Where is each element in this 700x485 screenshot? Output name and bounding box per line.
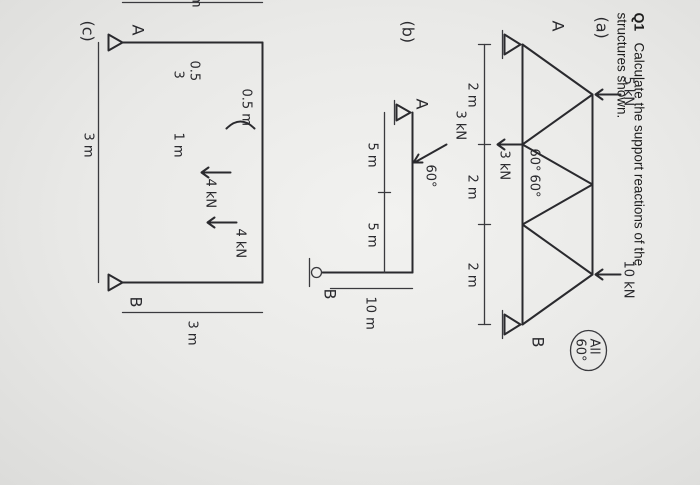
load-3kn-label: 3 kN (497, 151, 512, 181)
frame-dim-5m-2: 5 m (365, 223, 380, 248)
question-number: Q1 (632, 13, 648, 32)
note-line-2: 60° (573, 339, 588, 362)
support-a-pin (503, 33, 522, 56)
note-circle (569, 329, 608, 372)
load-10kn-label: 10 kN (621, 261, 636, 299)
frame-dim-5m-1: 5 m (365, 143, 380, 168)
frame-c-load-4kn-a: 4 kN (203, 179, 218, 209)
frame-angle-label: 60° (423, 165, 438, 188)
frame-c-dim-3a: 3 (171, 71, 186, 79)
frame-support-b-label: B (321, 289, 340, 300)
part-b-label: (b) (399, 21, 418, 44)
question-line-2: structures shown. (615, 13, 630, 119)
frame-b: (b) A B 3 kN 60° 5 m 5 m 10 m (308, 21, 468, 330)
angle-label-1: 60° (527, 149, 542, 172)
load-5kn-label: 5 kN (621, 77, 636, 107)
frame-c-load-4kn-b: 4 kN (233, 229, 248, 259)
angle-label-2: 60° (527, 175, 542, 198)
frame-c-dim-3m-a: 3 m (81, 133, 96, 158)
frame-c-dim-2m: 2 m (189, 0, 204, 8)
dim-2m-1: 2 m (465, 83, 480, 108)
frame-c-support-b (107, 273, 124, 292)
truss-support-a-label: A (549, 21, 568, 32)
part-a-label: (a) (593, 17, 612, 39)
frame-load-label: 3 kN (453, 111, 468, 141)
frame-c-dim-3m-b: 3 m (185, 321, 200, 346)
note-line-1: All (587, 339, 602, 355)
dim-2m-3: 2 m (465, 263, 480, 288)
rotated-page: Q1 Calculate the support reactions of th… (79, 0, 648, 372)
frame-c-moment-label: 0.5 m (239, 89, 254, 126)
dim-2m-2: 2 m (465, 175, 480, 200)
frame-dim-10m: 10 m (363, 297, 378, 330)
frame-c-dim-1m: 1 m (171, 133, 186, 158)
support-b-pin (503, 313, 522, 336)
truss-a: (a) A B 5 kN 10 kN 3 kN 60° 60° (465, 17, 636, 372)
part-c-label: (c) (79, 21, 98, 42)
frame-c-support-a-label: A (129, 25, 148, 36)
frame-support-a-label: A (413, 99, 432, 110)
frame-c-support-a (107, 33, 124, 52)
frame-c-support-b-label: B (127, 297, 146, 308)
frame-c-dim-05: 0.5 (187, 61, 202, 82)
question-line-1: Calculate the support reactions of the (632, 43, 647, 267)
frame-support-a (395, 103, 412, 122)
frame-c: (c) A B 0.5 m 4 kN 4 kN 0.5 3 2 m 1 m 3 … (79, 0, 264, 346)
truss-support-b-label: B (529, 337, 548, 348)
